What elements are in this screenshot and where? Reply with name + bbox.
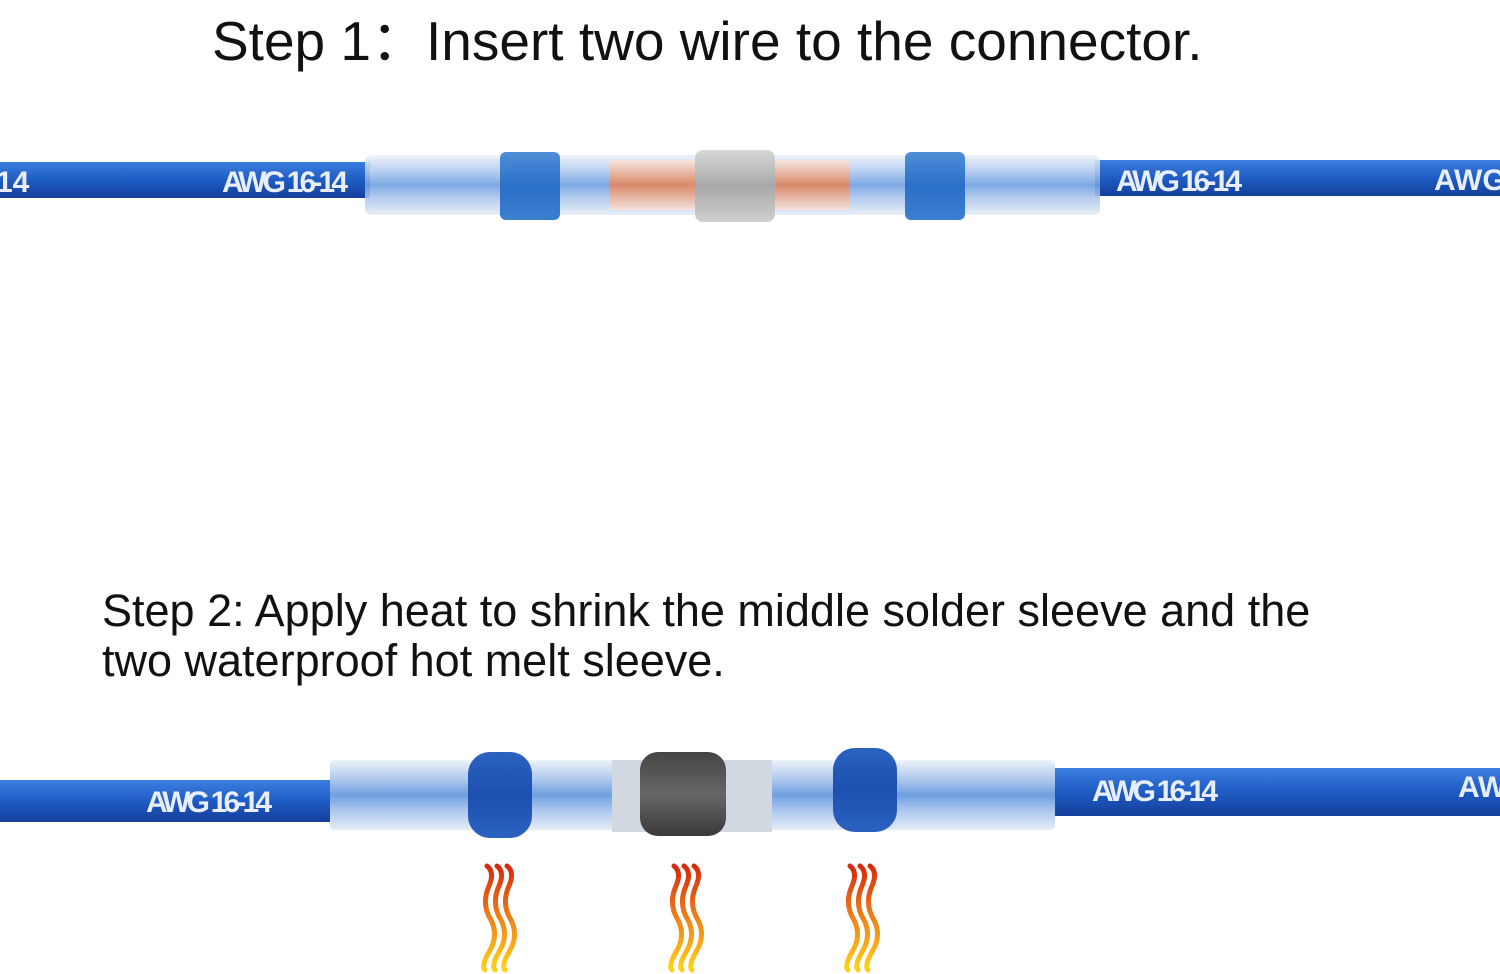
bottom-ring-left <box>468 752 532 838</box>
step1-heading: Step 1：Insert two wire to the connector. <box>212 10 1203 72</box>
bottom-wire-label-1: AWG 16-14 <box>146 786 272 819</box>
heat-icon <box>844 863 880 973</box>
bottom-wire-label-2: AWG 16-14 <box>1092 775 1218 808</box>
heat-wave-line <box>844 863 860 973</box>
step2-heading: Step 2: Apply heat to shrink the middle … <box>102 586 1482 686</box>
heat-wave-line <box>501 863 517 973</box>
heat-icon <box>668 863 704 973</box>
heat-wave-line <box>668 863 684 973</box>
heat-wave-line <box>688 863 704 973</box>
top-solder-sleeve <box>695 150 775 222</box>
bottom-solder-shrunk <box>640 752 726 836</box>
top-wire-left <box>0 162 370 198</box>
heat-icon <box>481 863 517 973</box>
heat-wave-line <box>854 863 870 973</box>
bottom-wire-left <box>0 780 340 822</box>
top-wire-assembly: 14 AWG 16-14 AWG 16-14 AWG <box>0 150 1500 222</box>
bottom-wire-label-3: AW <box>1458 771 1500 804</box>
heat-waves <box>481 863 880 973</box>
bottom-wire-assembly: AWG 16-14 AWG 16-14 AW <box>0 748 1500 838</box>
top-wire-right <box>1095 160 1500 196</box>
bottom-ring-right <box>833 748 897 832</box>
heat-wave-line <box>481 863 497 973</box>
bottom-wire-right <box>1050 768 1500 816</box>
top-wire-label-1: 14 <box>0 166 30 199</box>
heat-wave-line <box>864 863 880 973</box>
heat-wave-line <box>678 863 694 973</box>
top-ring-left <box>500 152 560 220</box>
top-wire-label-4: AWG <box>1434 164 1500 197</box>
step2-line1: Step 2: Apply heat to shrink the middle … <box>102 585 1311 636</box>
heat-wave-line <box>491 863 507 973</box>
top-wire-label-2: AWG 16-14 <box>222 166 348 199</box>
step2-line2: two waterproof hot melt sleeve. <box>102 635 725 686</box>
top-ring-right <box>905 152 965 220</box>
top-wire-label-3: AWG 16-14 <box>1116 165 1242 198</box>
